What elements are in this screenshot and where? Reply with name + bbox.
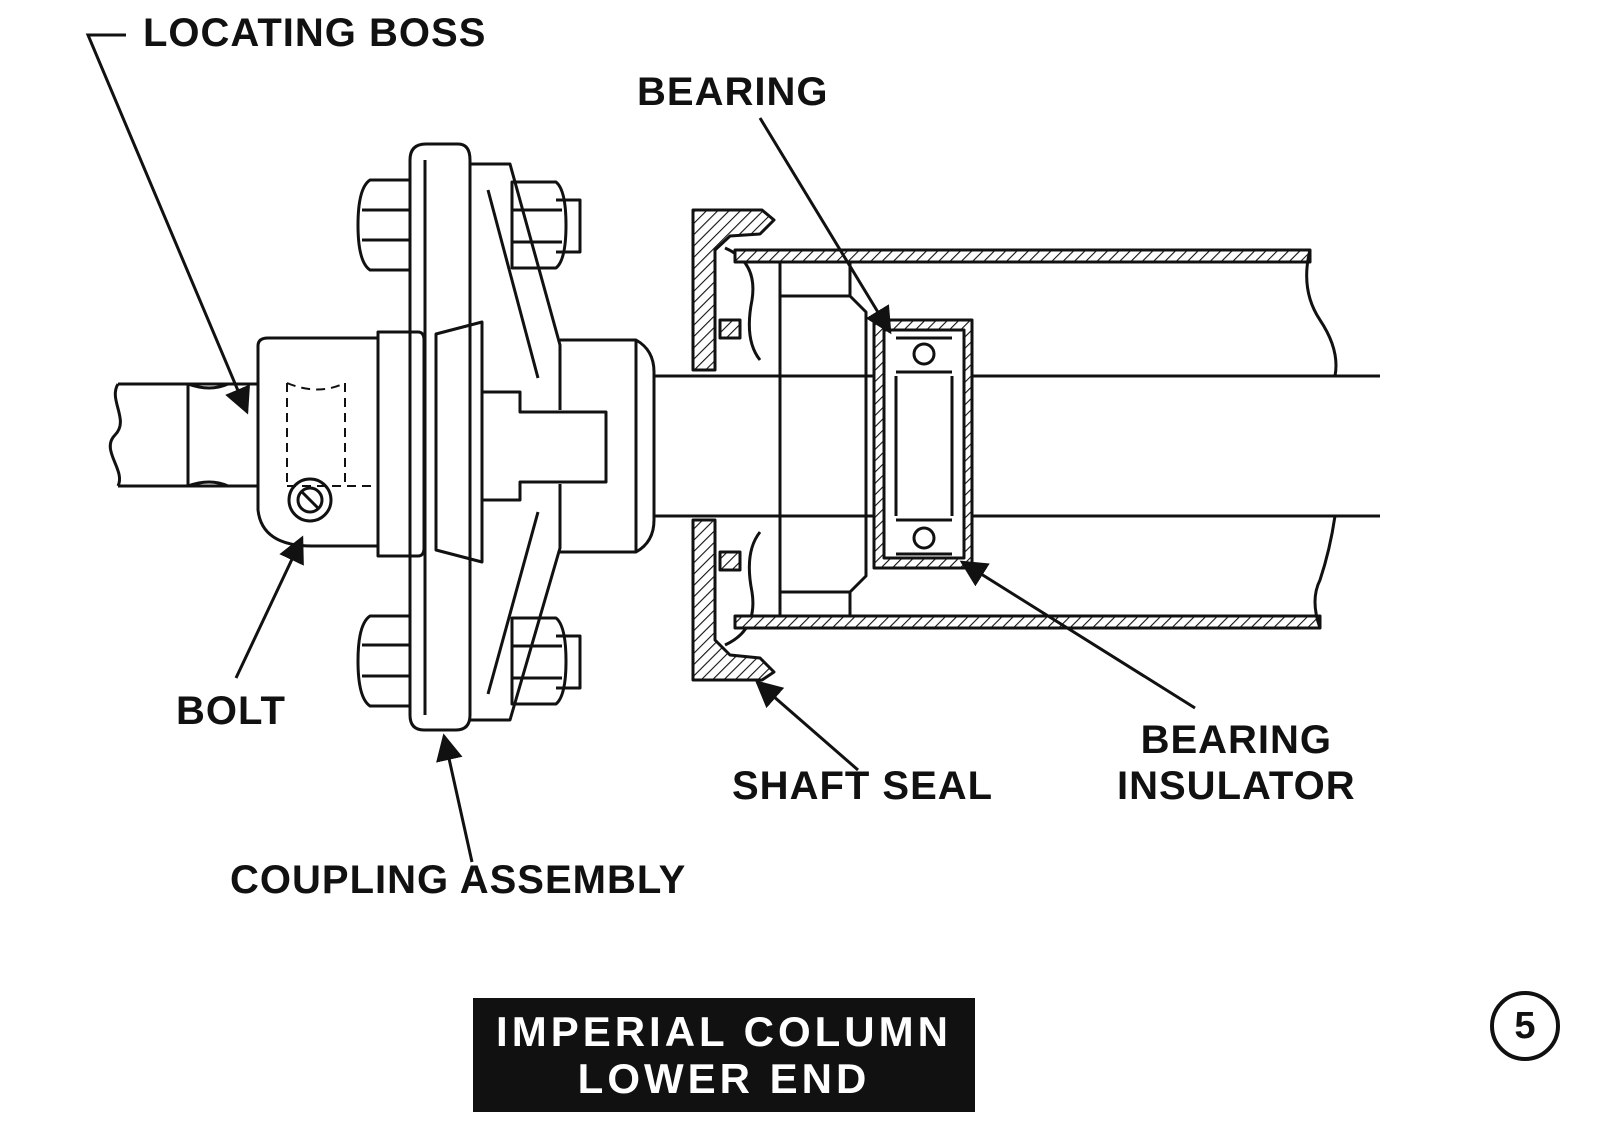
leader-shaft-seal — [754, 680, 859, 772]
label-locating-boss: LOCATING BOSS — [143, 11, 487, 55]
flange-nuts — [356, 178, 582, 708]
label-coupling-assembly: COUPLING ASSEMBLY — [230, 858, 687, 902]
label-bearing-insulator: BEARING INSULATOR — [1117, 717, 1356, 809]
label-bearing: BEARING — [637, 70, 829, 114]
leader-bearing-insulator — [959, 560, 1196, 710]
coupling-yoke — [256, 330, 426, 558]
leader-locating-boss — [85, 33, 250, 415]
figure-number: 5 — [1514, 1004, 1536, 1047]
input-shaft — [108, 382, 258, 488]
label-bearing-insulator-line1: BEARING — [1140, 718, 1333, 762]
label-bolt: BOLT — [176, 689, 286, 733]
steering-shaft — [654, 374, 1380, 518]
leader-bolt — [234, 535, 304, 679]
coupling-flange — [408, 142, 656, 732]
figure-title-line1: IMPERIAL COLUMN — [496, 1007, 952, 1055]
bearing-assembly — [872, 318, 974, 570]
label-bearing-insulator-line2: INSULATOR — [1117, 764, 1356, 808]
shaft-seal — [691, 208, 776, 682]
label-shaft-seal: SHAFT SEAL — [732, 764, 994, 808]
figure-title-box: IMPERIAL COLUMN LOWER END — [473, 998, 975, 1112]
leader-bearing — [758, 117, 892, 335]
column-jacket — [733, 248, 1338, 630]
leader-coupling-assembly — [436, 733, 474, 863]
figure-title-line2: LOWER END — [577, 1055, 871, 1102]
figure-number-badge: 5 — [1490, 991, 1560, 1061]
